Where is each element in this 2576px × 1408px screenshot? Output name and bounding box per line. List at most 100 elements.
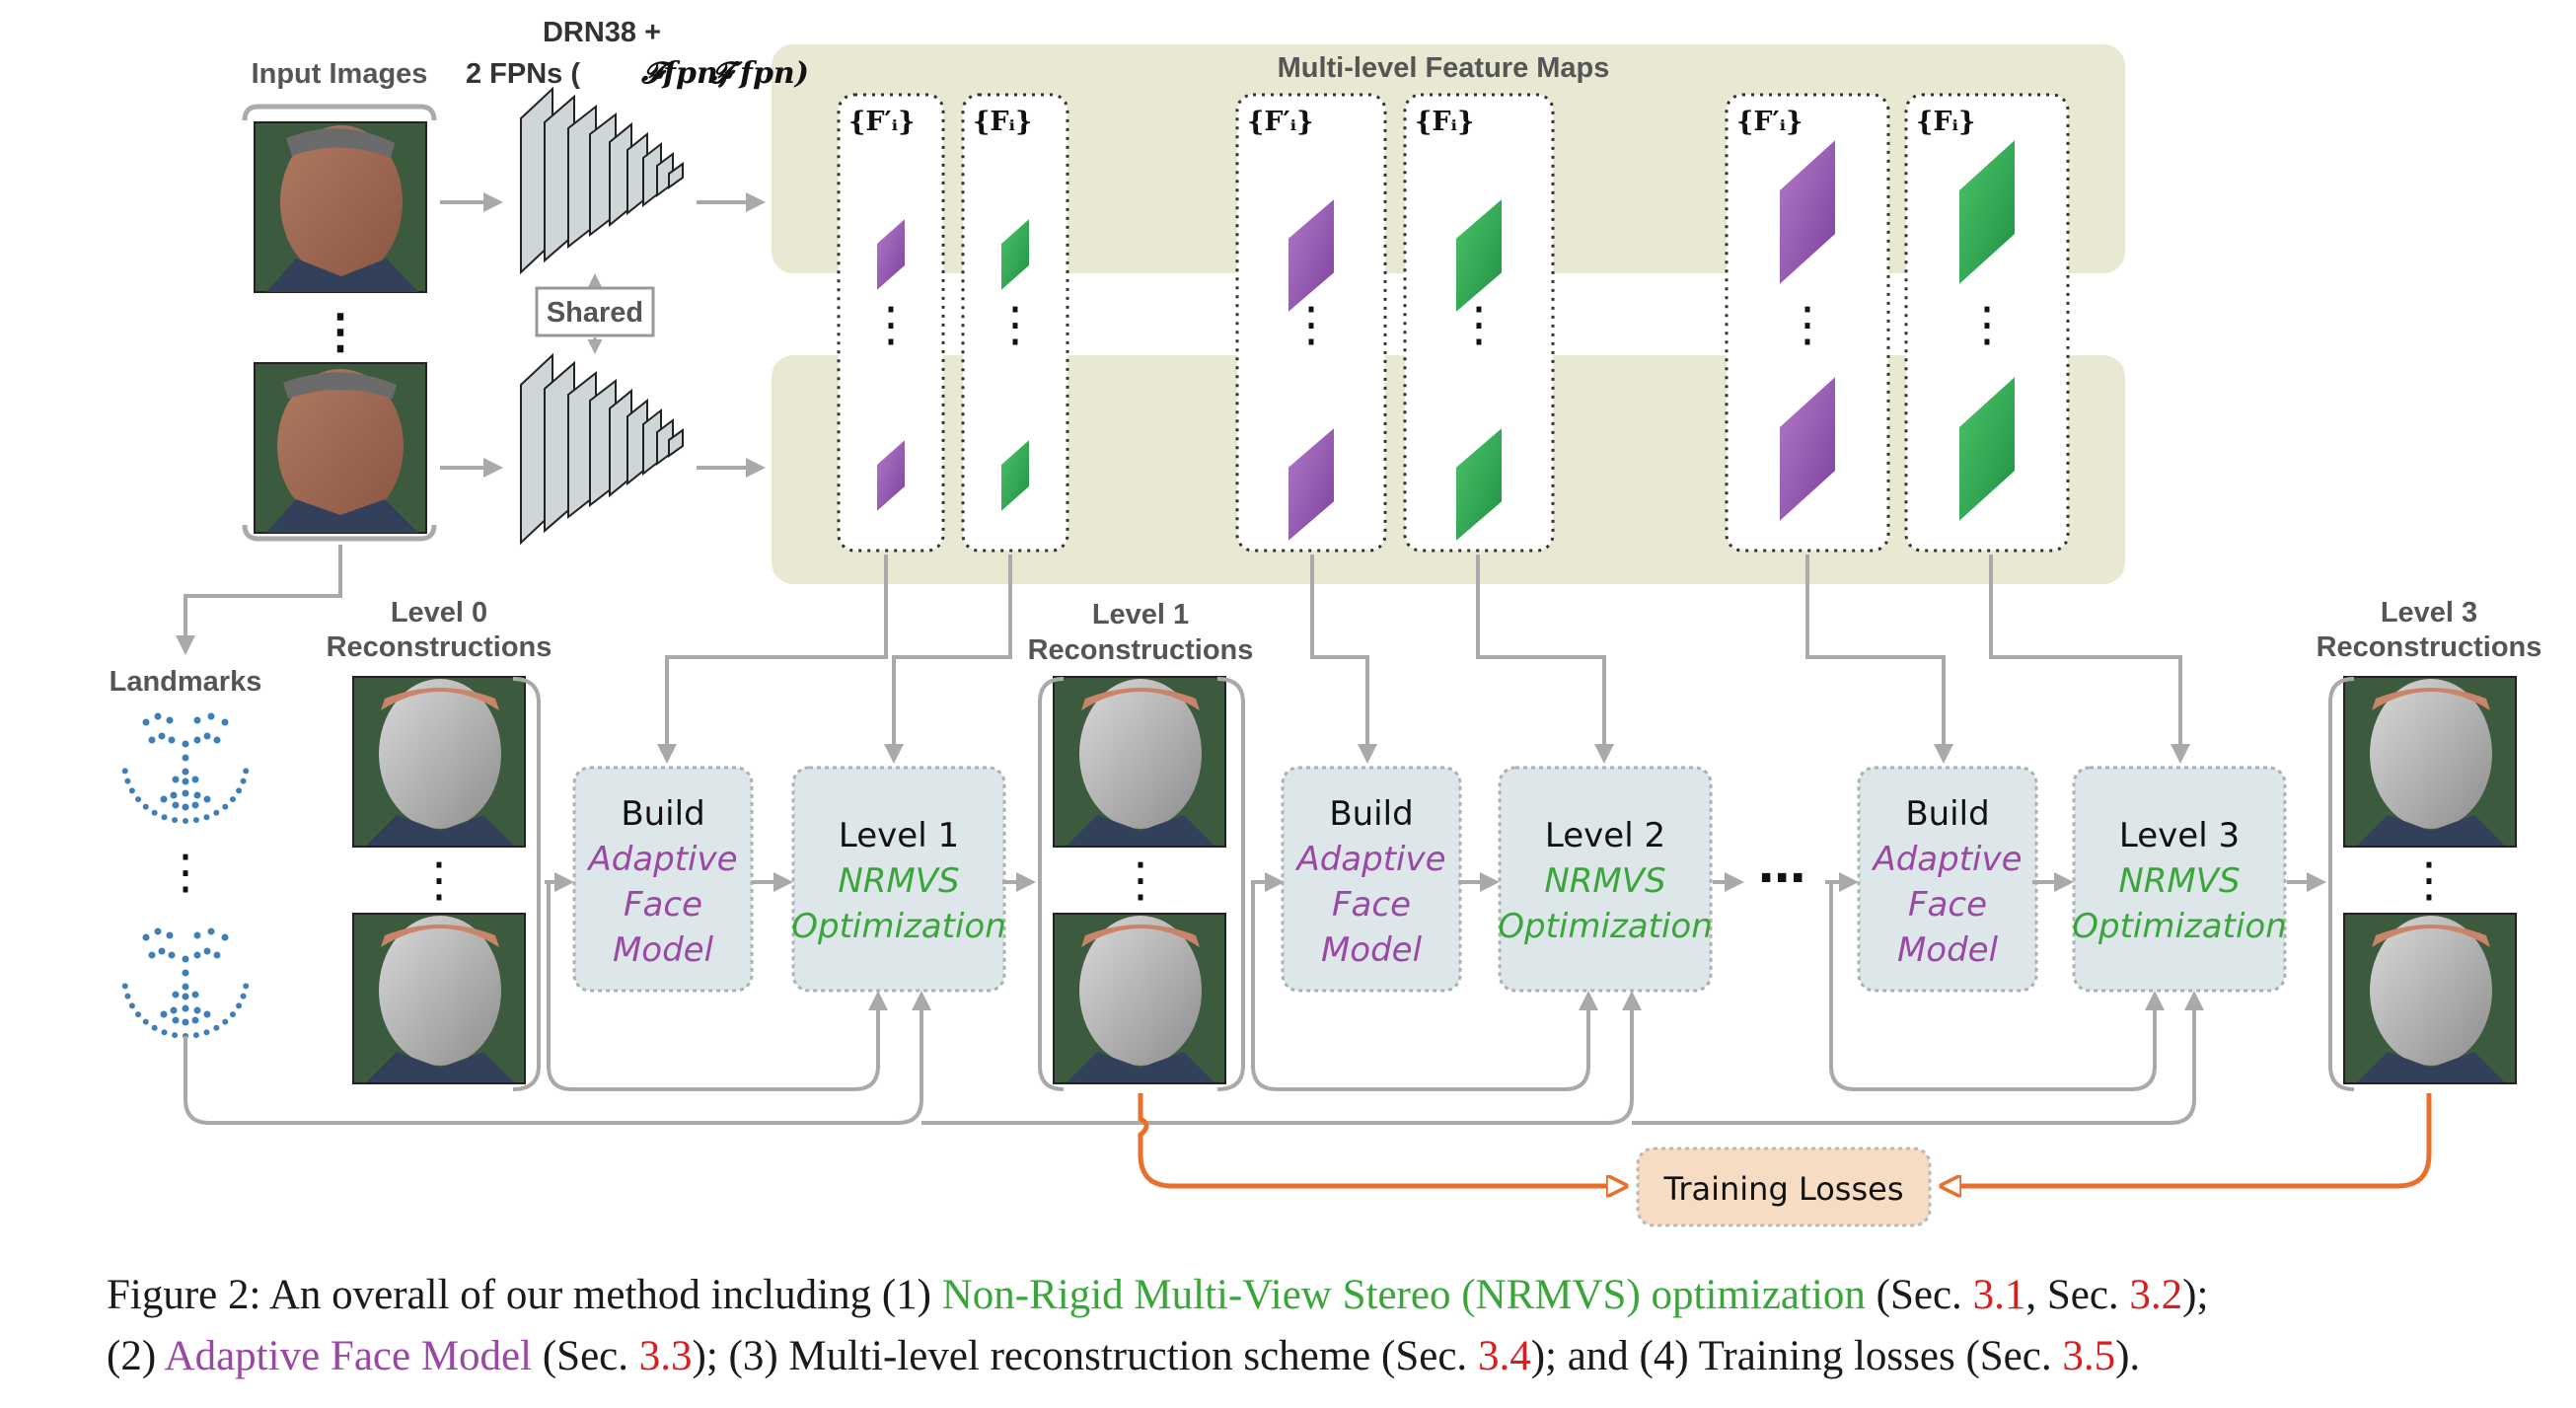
landmark-point [142, 803, 149, 810]
fpn-symbol-b: 𝓕′fpn) [709, 56, 809, 91]
landmark-point [193, 951, 201, 959]
ref-3-2-link[interactable]: 3.2 [2129, 1272, 2183, 1318]
landmark-point [203, 947, 211, 955]
landmark-point [158, 947, 166, 955]
landmark-point [168, 951, 176, 959]
level3-label-line2: Reconstructions [2317, 631, 2542, 663]
caption-nrmvs: Non-Rigid Multi-View Stereo (NRMVS) opti… [941, 1272, 1866, 1318]
feature-map-green-bottom [1957, 372, 2017, 526]
feature-map-purple-bottom [1778, 372, 1837, 526]
landmark-point [154, 927, 162, 935]
figure-caption: Figure 2: An overall of our method inclu… [107, 1265, 2553, 1387]
backbone-network-top [520, 86, 684, 275]
landmark-point [128, 787, 135, 794]
landmark-point [172, 801, 180, 809]
input-brace [242, 104, 437, 121]
f-prime-label: {F′ᵢ} [1736, 107, 1803, 137]
landmark-point [172, 1032, 179, 1039]
landmark-point [203, 795, 211, 803]
landmark-point [240, 993, 247, 1000]
landmark-point [128, 1002, 135, 1009]
block-text-line3: Optimization [791, 907, 1006, 946]
block-text-line4: Model [1897, 930, 1999, 970]
landmark-point [193, 791, 201, 799]
landmark-point [168, 736, 176, 744]
ref-3-4-link[interactable]: 3.4 [1477, 1333, 1531, 1379]
feature-ellipsis: ⋮ [1288, 297, 1335, 352]
ref-3-5-link[interactable]: 3.5 [2062, 1333, 2116, 1379]
f-label: {Fᵢ} [1916, 107, 1975, 137]
feature-map-purple-top [1287, 194, 1336, 317]
landmark-point [221, 933, 229, 941]
landmark-point [142, 933, 150, 941]
level3-label-line1: Level 3 [2381, 597, 2477, 629]
landmark-point [172, 817, 179, 824]
block-text-line1: Build [1329, 794, 1413, 834]
input-brace-bottom [242, 524, 437, 542]
feature-column-3: {F′ᵢ} ⋮ [1235, 93, 1387, 553]
landmark-point [229, 796, 236, 803]
landmark-point [151, 1024, 158, 1031]
training-losses-box [1636, 1147, 1932, 1227]
block-text-line1: Level 1 [839, 816, 959, 855]
block-text-line1: Level 2 [1545, 816, 1665, 855]
f-prime-label: {F′ᵢ} [1247, 107, 1313, 137]
input-ellipsis: ⋮ [317, 306, 364, 358]
landmarks-top [121, 712, 250, 824]
level1-label-line2: Reconstructions [1028, 634, 1254, 666]
landmark-point [203, 1010, 211, 1018]
f-label: {Fᵢ} [973, 107, 1032, 137]
feature-map-purple-bottom [875, 435, 907, 516]
feature-ellipsis: ⋮ [1455, 297, 1503, 352]
feature-ellipsis: ⋮ [1963, 297, 2011, 352]
block-text-line1: Build [1905, 794, 1989, 834]
fpn-symbol-a: 𝓕fpn, [640, 56, 728, 91]
landmark-point [193, 1006, 201, 1014]
landmark-point [121, 983, 128, 990]
block-text-line2: NRMVS [838, 861, 959, 901]
landmark-point [121, 768, 128, 775]
landmark-point [166, 931, 174, 939]
ref-3-1-link[interactable]: 3.1 [1972, 1272, 2026, 1318]
landmark-point [213, 1024, 220, 1031]
caption-text: Figure 2: An overall of our method inclu… [107, 1272, 942, 1318]
level0-recon-2-image [352, 913, 526, 1084]
landmark-point [161, 814, 168, 821]
landmark-point [182, 803, 189, 811]
landmark-point [191, 776, 199, 783]
landmark-point [182, 768, 189, 776]
ref-3-3-link[interactable]: 3.3 [638, 1333, 693, 1379]
backbone-label-line2: 2 FPNs ( [466, 58, 580, 90]
landmark-point [213, 951, 221, 959]
level0-label-line2: Reconstructions [327, 631, 552, 663]
block-text-line3: Face [1332, 885, 1411, 925]
landmark-point [172, 776, 180, 783]
landmark-point [240, 778, 247, 784]
landmark-point [221, 718, 229, 726]
level0-label-line1: Level 0 [391, 597, 487, 629]
block-text-line3: Face [1908, 885, 1987, 925]
landmark-point [193, 716, 201, 724]
landmark-point [192, 817, 199, 824]
feature-column-5: {F′ᵢ}⋮ [1725, 93, 1890, 553]
block-text-line1: Level 3 [2119, 816, 2240, 855]
loss-arrows [1138, 1093, 2432, 1186]
landmark-point [166, 716, 174, 724]
landmark-point [182, 1004, 189, 1012]
backbone-network-bottom [520, 352, 684, 546]
feature-map-green-top [999, 214, 1031, 295]
landmarks-label: Landmarks [110, 666, 262, 698]
caption-line-1: Figure 2: An overall of our method inclu… [107, 1265, 2553, 1326]
landmark-point [213, 736, 221, 744]
landmark-point [207, 712, 215, 720]
caption-text: ). [2115, 1333, 2141, 1379]
feature-column-6: {Fᵢ} ⋮ [1904, 93, 2070, 553]
shared-box [535, 286, 655, 337]
caption-line-2: (2) Adaptive Face Model (Sec. 3.3); (3) … [107, 1326, 2553, 1387]
caption-text: (2) [107, 1333, 165, 1379]
landmark-point [193, 931, 201, 939]
landmark-point [158, 732, 166, 740]
